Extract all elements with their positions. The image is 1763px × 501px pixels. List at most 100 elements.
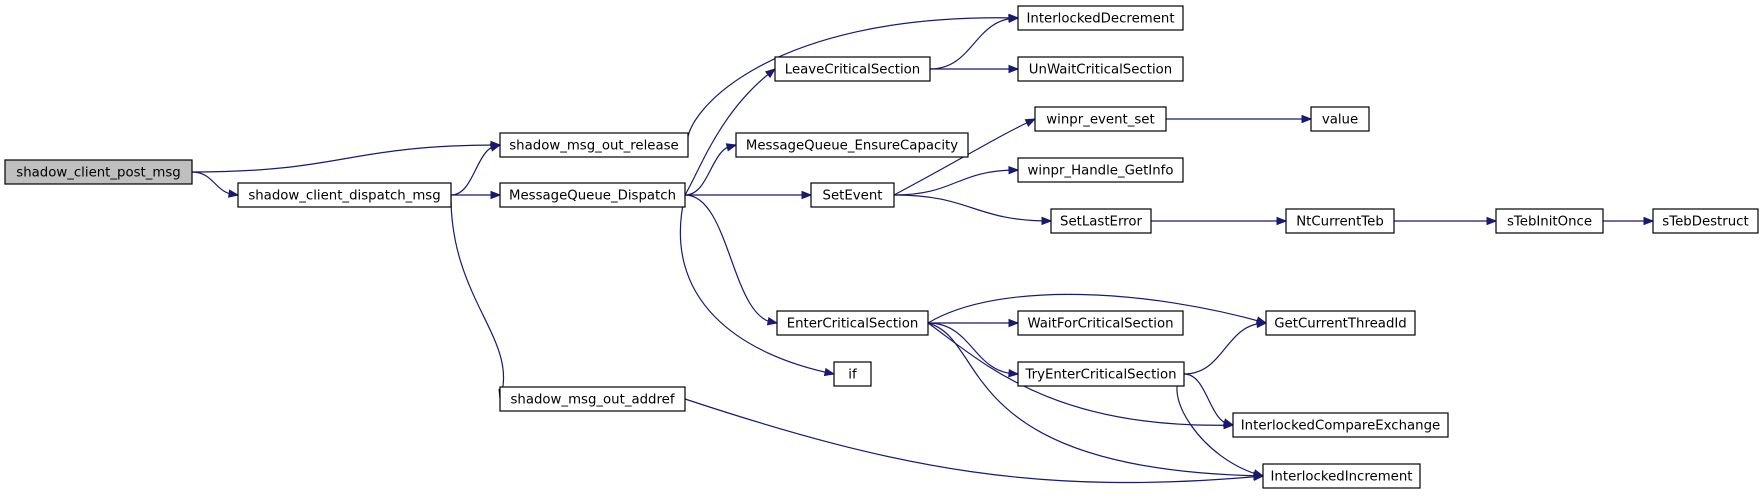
edge-SetEvent-to-winpr_event_set [893,118,1037,196]
arrowhead [1008,369,1020,378]
edge-NtCurrentTeb-to-sTebInitOnce [1394,216,1498,226]
edge-line [927,322,1019,375]
node-label: TryEnterCriticalSection [1024,368,1176,383]
arrowhead [1008,165,1020,175]
node-shadow_msg_out_addref[interactable]: shadow_msg_out_addref [499,386,686,412]
node-EnterCriticalSection[interactable]: EnterCriticalSection [776,310,929,336]
node-box [1017,56,1184,82]
arrowhead [1008,64,1020,74]
node-winpr_event_set[interactable]: winpr_event_set [1034,106,1167,132]
node-label: shadow_client_dispatch_msg [248,189,440,204]
node-box [833,361,872,387]
node-WaitForCriticalSection[interactable]: WaitForCriticalSection [1017,310,1184,336]
node-winpr_Handle_GetInfo[interactable]: winpr_Handle_GetInfo [1017,157,1184,183]
edge-SetEvent-to-winpr_Handle_GetInfo [893,165,1020,196]
arrowhead [725,143,738,152]
node-MessageQueue_Dispatch[interactable]: MessageQueue_Dispatch [499,182,686,208]
node-box [1285,208,1395,234]
edge-line [927,293,1267,324]
edge-line [684,144,737,196]
node-LeaveCriticalSection[interactable]: LeaveCriticalSection [774,56,931,82]
node-InterlockedCompareExchange[interactable]: InterlockedCompareExchange [1232,412,1449,438]
node-UnWaitCriticalSection[interactable]: UnWaitCriticalSection [1017,56,1184,82]
arrowhead [489,143,502,152]
node-label: shadow_msg_out_release [509,139,678,154]
node-label: LeaveCriticalSection [785,63,920,78]
node-label: NtCurrentTeb [1296,215,1384,230]
edge-line [191,144,501,173]
node-label: value [1322,113,1358,128]
node-label: SetEvent [823,189,883,204]
node-InterlockedDecrement[interactable]: InterlockedDecrement [1017,5,1184,31]
node-label: shadow_client_post_msg [16,166,180,181]
node-label: SetLastError [1060,215,1142,230]
node-box [1034,106,1167,132]
node-label: if [848,368,857,383]
edge-SetLastError-to-NtCurrentTeb [1151,216,1288,226]
node-box [237,182,452,208]
edge-shadow_client_post_msg-to-shadow_msg_out_release [191,140,502,173]
node-box [1017,157,1184,183]
edge-winpr_event_set-to-value [1166,114,1313,124]
arrowhead [1041,216,1053,226]
node-box [1310,106,1370,132]
node-label: UnWaitCriticalSection [1029,63,1172,78]
node-if[interactable]: if [833,361,872,387]
edge-line [927,322,1264,477]
node-sTebDestruct[interactable]: sTebDestruct [1652,208,1759,234]
node-InterlockedIncrement[interactable]: InterlockedIncrement [1262,463,1421,489]
edge-shadow_client_dispatch_msg-to-shadow_msg_out_release [450,143,502,196]
node-label: GetCurrentThreadId [1274,317,1407,332]
node-box [735,132,969,158]
edge-EnterCriticalSection-to-TryEnterCriticalSection [927,322,1020,378]
node-box [499,386,686,412]
node-sTebInitOnce[interactable]: sTebInitOnce [1495,208,1604,234]
edge-shadow_client_dispatch_msg-to-MessageQueue_Dispatch [451,190,502,200]
node-box [1232,412,1449,438]
node-box [1017,310,1184,336]
node-box [1017,5,1184,31]
edge-line [684,194,778,324]
node-label: InterlockedCompareExchange [1241,419,1441,434]
edges-layer [191,13,1655,484]
node-label: WaitForCriticalSection [1027,317,1173,332]
edge-line [929,17,1019,70]
arrowhead [1643,216,1655,226]
node-label: sTebDestruct [1662,215,1748,230]
node-box [499,132,689,158]
edge-SetEvent-to-SetLastError [893,194,1053,226]
edge-MessageQueue_Dispatch-to-MessageQueue_EnsureCapacity [684,143,738,196]
edge-TryEnterCriticalSection-to-GetCurrentThreadId [1183,319,1268,375]
node-SetEvent[interactable]: SetEvent [810,182,895,208]
edge-line [893,118,1036,196]
node-NtCurrentTeb[interactable]: NtCurrentTeb [1285,208,1395,234]
edge-EnterCriticalSection-to-WaitForCriticalSection [928,318,1020,328]
edge-MessageQueue_Dispatch-to-LeaveCriticalSection [684,68,777,196]
arrowhead [1222,418,1235,427]
node-shadow_client_post_msg[interactable]: shadow_client_post_msg [4,159,193,185]
edge-shadow_client_post_msg-to-shadow_client_dispatch_msg [191,171,240,198]
arrowhead [1276,216,1288,226]
node-box [499,182,686,208]
edge-MessageQueue_Dispatch-to-SetEvent [685,190,813,200]
node-box [1050,208,1152,234]
node-SetLastError[interactable]: SetLastError [1050,208,1152,234]
node-box [1017,361,1185,387]
arrowhead [1486,216,1498,226]
edge-line [1183,373,1234,426]
nodes-layer: shadow_client_post_msg shadow_msg_out_rel… [4,5,1759,489]
node-label: shadow_msg_out_addref [510,393,674,408]
node-shadow_msg_out_release[interactable]: shadow_msg_out_release [499,132,689,158]
node-shadow_client_dispatch_msg[interactable]: shadow_client_dispatch_msg [237,182,452,208]
edge-line [679,194,835,375]
node-value[interactable]: value [1310,106,1370,132]
arrowhead [823,367,836,377]
node-MessageQueue_EnsureCapacity[interactable]: MessageQueue_EnsureCapacity [735,132,969,158]
node-TryEnterCriticalSection[interactable]: TryEnterCriticalSection [1017,361,1185,387]
edge-TryEnterCriticalSection-to-InterlockedCompareExchange [1183,373,1235,427]
node-box [774,56,931,82]
edge-line [450,144,501,196]
arrowhead [801,190,813,200]
node-GetCurrentThreadId[interactable]: GetCurrentThreadId [1265,310,1416,336]
edge-line [450,194,505,400]
